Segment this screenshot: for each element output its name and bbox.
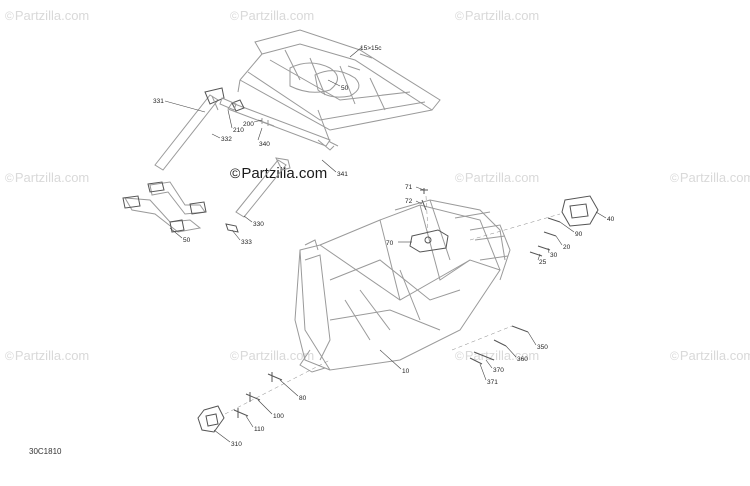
bracket-200-210 — [219, 97, 275, 127]
watermark: ©Partzilla.com — [5, 348, 90, 363]
hardware-left — [197, 372, 283, 433]
plate-70 — [409, 229, 449, 253]
main-frame — [294, 199, 511, 373]
callout-90: 90 — [575, 231, 583, 238]
callout-72: 72 — [405, 198, 413, 205]
watermark: ©Partzilla.com — [455, 348, 540, 363]
pins-right-lower — [469, 325, 529, 365]
watermark: ©Partzilla.com — [670, 348, 750, 363]
callout-25: 25 — [539, 259, 547, 266]
callout-210: 210 — [233, 127, 244, 134]
watermark: ©Partzilla.com — [230, 8, 315, 23]
callout-360: 360 — [517, 356, 528, 363]
brace-50 — [122, 181, 207, 233]
watermark: ©Partzilla.com — [5, 8, 90, 23]
bracket-40 — [561, 195, 599, 227]
callout-340: 340 — [259, 141, 270, 148]
tube-330 — [225, 157, 291, 233]
callout-40: 40 — [607, 216, 615, 223]
callout-30: 30 — [550, 252, 558, 259]
callout-80: 80 — [299, 395, 307, 402]
watermark: ©Partzilla.com — [670, 170, 750, 185]
callout-70: 70 — [386, 240, 394, 247]
callout-370: 370 — [493, 367, 504, 374]
callouts: 15>15c 50 331 210 200 332 340 341 50 330… — [153, 45, 615, 448]
callout-371: 371 — [487, 379, 498, 386]
callout-332: 332 — [221, 136, 232, 143]
leader-lines — [164, 46, 607, 443]
callout-331: 331 — [153, 98, 164, 105]
callout-20: 20 — [563, 244, 571, 251]
center-watermark: ©Partzilla.com — [230, 165, 328, 182]
watermark: ©Partzilla.com — [455, 8, 540, 23]
callout-310: 310 — [231, 441, 242, 448]
callout-110: 110 — [254, 426, 265, 433]
watermark: ©Partzilla.com — [230, 348, 315, 363]
watermark: ©Partzilla.com — [5, 170, 90, 185]
callout-15-15c: 15>15c — [360, 45, 382, 52]
tube-331 — [154, 87, 225, 171]
callout-330: 330 — [253, 221, 264, 228]
callout-341: 341 — [337, 171, 348, 178]
callout-50-brace: 50 — [183, 237, 191, 244]
callout-71: 71 — [405, 184, 413, 191]
watermark: ©Partzilla.com — [455, 170, 540, 185]
callout-350: 350 — [537, 344, 548, 351]
callout-100: 100 — [273, 413, 284, 420]
diagram-code: 30C1810 — [29, 447, 62, 456]
callout-50-roof: 50 — [341, 85, 349, 92]
center-lines — [224, 195, 561, 415]
roof-cage — [237, 29, 441, 147]
callout-10: 10 — [402, 368, 410, 375]
callout-333: 333 — [241, 239, 252, 246]
callout-200: 200 — [243, 121, 254, 128]
